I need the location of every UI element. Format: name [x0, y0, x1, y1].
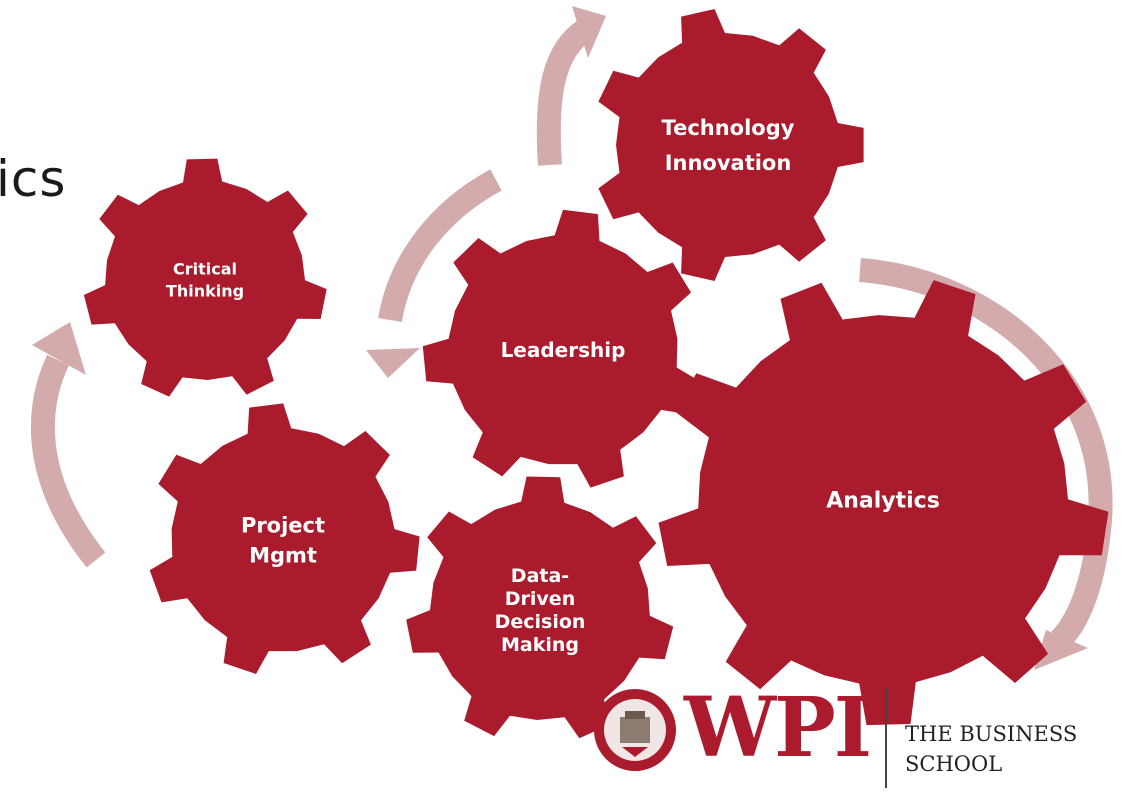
gear-analytics: Analytics [658, 280, 1109, 726]
gear-label-leadership-0: Leadership [501, 338, 626, 362]
gear-label-critical-thinking-0: Critical [173, 260, 237, 279]
gear-shape-technology-innovation [598, 9, 864, 281]
arrow-mid [378, 169, 502, 323]
gear-label-data-driven-1: Driven [505, 588, 575, 610]
gear-label-project-mgmt-1: Mgmt [249, 543, 317, 567]
logo-divider [885, 688, 887, 788]
gear-shape-data-driven [406, 476, 674, 739]
slide-title-fragment: ics [0, 150, 67, 208]
arrow-top-head [572, 6, 606, 58]
gear-label-critical-thinking-1: Thinking [166, 282, 244, 301]
gear-label-technology-innovation-0: Technology [662, 116, 795, 140]
school-name: THE BUSINESS SCHOOL [905, 719, 1145, 779]
gear-shape-project-mgmt [149, 403, 420, 674]
arrow-up-left-head [32, 322, 86, 375]
arrow-up-left [30, 354, 106, 568]
wpi-seal-logo [594, 689, 676, 771]
gear-shape-analytics [658, 280, 1109, 726]
arrow-mid-head [366, 348, 420, 378]
gear-leadership: Leadership [422, 209, 700, 488]
gear-label-project-mgmt-0: Project [241, 513, 325, 537]
gear-shape-leadership [422, 209, 700, 488]
gear-label-analytics-0: Analytics [826, 489, 940, 514]
arrow-right-head [1034, 630, 1088, 670]
gear-shape-critical-thinking [83, 158, 327, 397]
school-name-line1: THE BUSINESS [905, 722, 1078, 746]
school-name-line2: SCHOOL [905, 752, 1003, 776]
gear-label-data-driven-0: Data- [511, 565, 569, 587]
gear-label-data-driven-3: Making [501, 634, 579, 656]
wpi-wordmark: WPI [684, 680, 872, 776]
arrow-top [536, 20, 593, 166]
gear-label-technology-innovation-1: Innovation [665, 151, 792, 175]
gear-label-data-driven-2: Decision [495, 611, 586, 633]
